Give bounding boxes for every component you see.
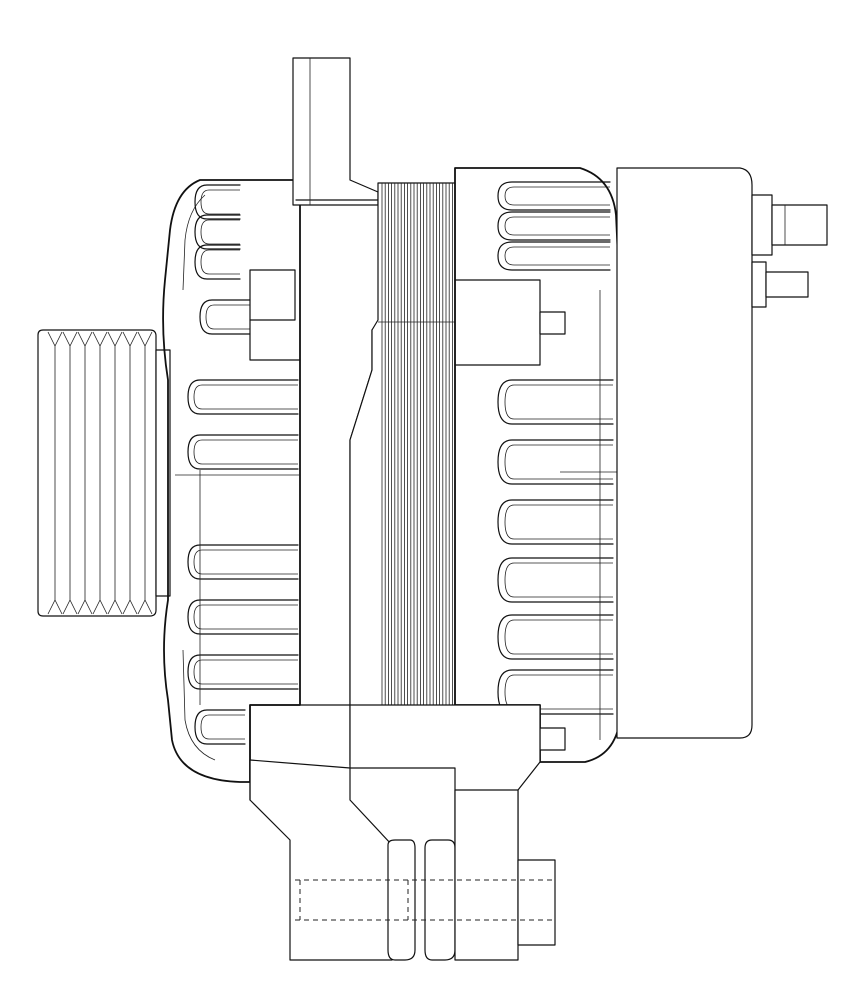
vent-slot-inner bbox=[200, 714, 245, 740]
vent-slot bbox=[194, 709, 246, 745]
vent-slot-inner bbox=[504, 444, 613, 480]
pulley-groove bbox=[137, 331, 153, 615]
vent-slot-inner bbox=[504, 246, 610, 266]
vent-slot-inner bbox=[504, 619, 613, 655]
vent-slot bbox=[497, 181, 611, 211]
stator-icon bbox=[349, 182, 456, 766]
vent-slot bbox=[497, 241, 611, 271]
pulley-icon bbox=[37, 329, 171, 617]
rear-housing-icon bbox=[454, 167, 630, 763]
pulley-groove bbox=[107, 331, 123, 615]
vent-slot-inner bbox=[504, 504, 613, 540]
vent-slot-inner bbox=[193, 604, 298, 630]
vent-slot bbox=[194, 214, 241, 250]
pulley-groove bbox=[47, 331, 63, 615]
vent-slot-inner bbox=[504, 562, 613, 598]
front-housing-icon bbox=[162, 179, 301, 783]
vent-slot bbox=[497, 211, 611, 241]
vent-slot-inner bbox=[193, 384, 298, 410]
vent-slot bbox=[187, 654, 299, 690]
vent-slot bbox=[187, 544, 299, 580]
vent-slot bbox=[497, 557, 614, 603]
vent-slot-inner bbox=[200, 219, 240, 245]
vent-slot bbox=[187, 379, 299, 415]
pulley-groove bbox=[62, 331, 78, 615]
vent-slot bbox=[497, 614, 614, 660]
vent-slot-inner bbox=[193, 439, 298, 465]
vent-slot bbox=[194, 184, 241, 220]
rear-cover-icon bbox=[616, 167, 753, 739]
vent-slot bbox=[497, 499, 614, 545]
vent-slot-inner bbox=[193, 659, 298, 685]
mounting-bolt-icon bbox=[295, 859, 556, 946]
vent-slot bbox=[199, 299, 251, 335]
vent-slot bbox=[497, 439, 614, 485]
vent-slot bbox=[497, 379, 614, 425]
vent-slot-inner bbox=[200, 249, 240, 275]
vent-slot-inner bbox=[504, 674, 613, 710]
vent-slot-inner bbox=[193, 549, 298, 575]
vent-slot bbox=[187, 599, 299, 635]
mounting-ear-icon bbox=[249, 704, 541, 961]
vent-slot-inner bbox=[200, 189, 240, 215]
vent-slot-inner bbox=[205, 304, 250, 330]
vent-slot bbox=[187, 434, 299, 470]
vent-slot-inner bbox=[504, 186, 610, 206]
vent-slot-inner bbox=[504, 384, 613, 420]
vent-slot-inner bbox=[504, 216, 610, 236]
pulley-groove bbox=[92, 331, 108, 615]
pulley-groove bbox=[77, 331, 93, 615]
pulley-groove bbox=[122, 331, 138, 615]
vent-slot bbox=[194, 244, 241, 280]
terminal-stud-icon bbox=[751, 194, 828, 308]
